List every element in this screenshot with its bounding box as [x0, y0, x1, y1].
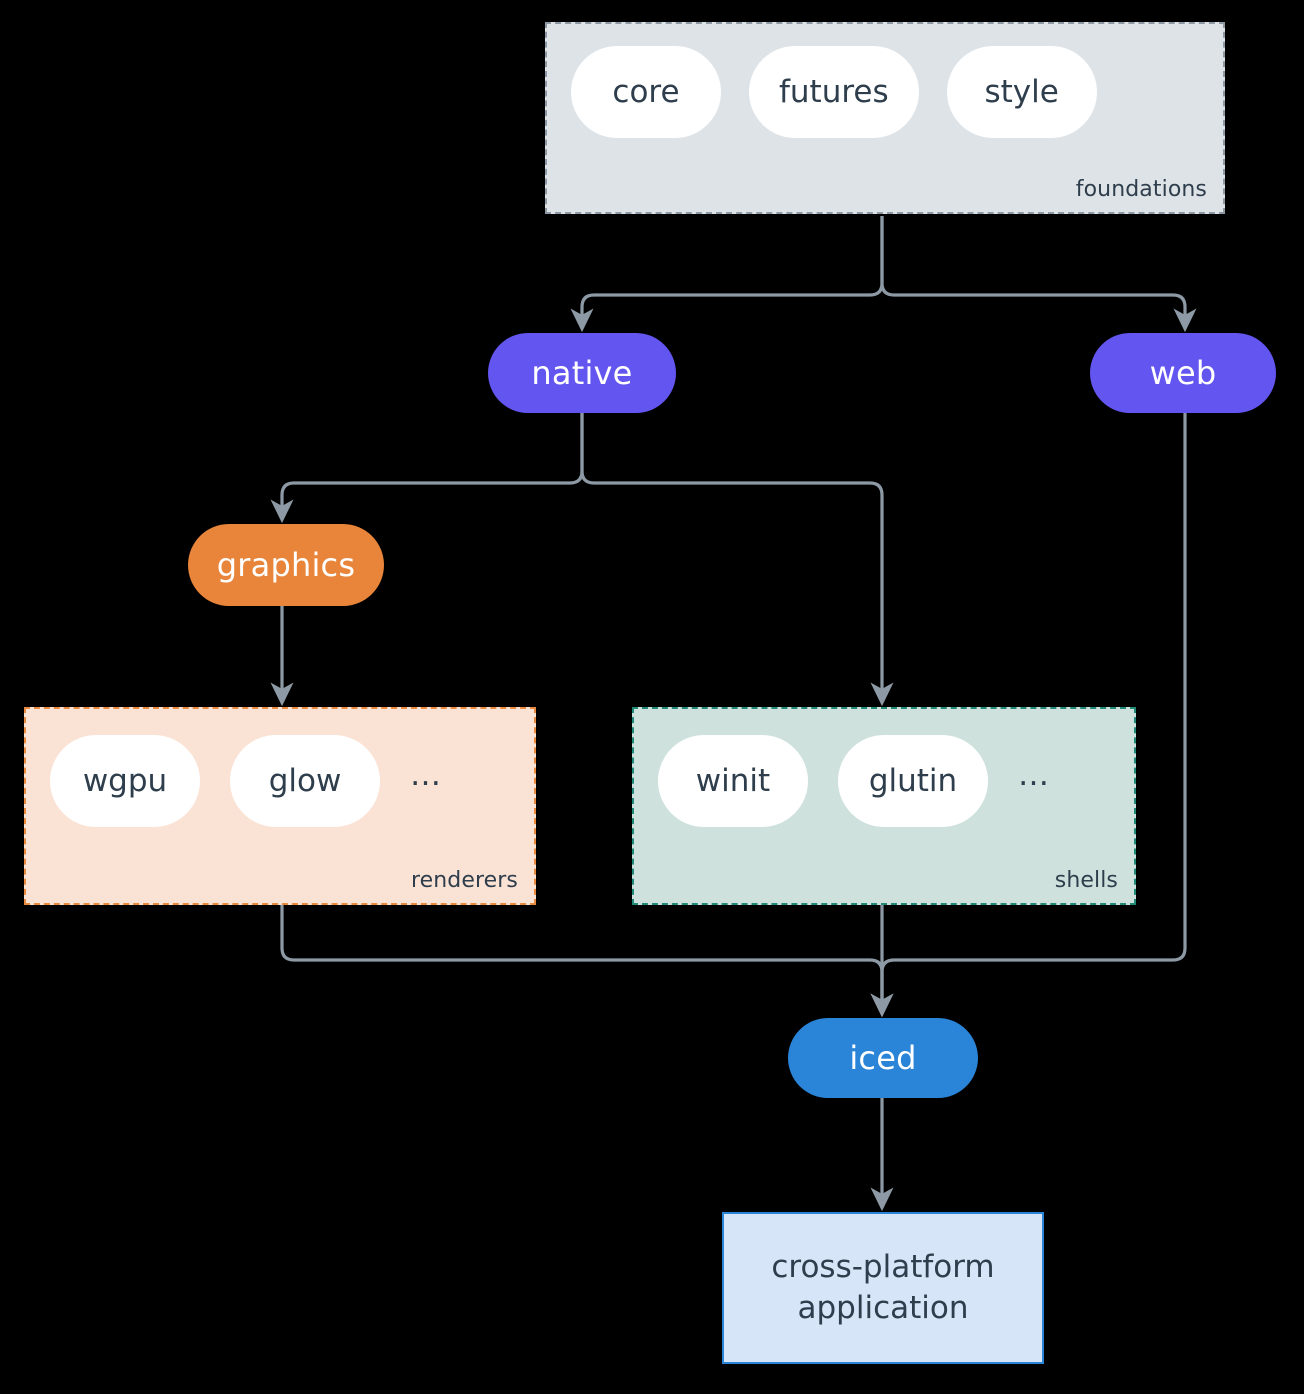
group-foundations: core futures style foundations: [545, 22, 1225, 214]
group-label-shells: shells: [1054, 868, 1118, 893]
edge-foundations-split: [570, 216, 884, 333]
shells-pill-row: winit glutin …: [658, 735, 1110, 827]
shells-more-ellipsis: …: [1018, 756, 1049, 793]
renderers-more-ellipsis: …: [410, 756, 441, 793]
pill-futures[interactable]: futures: [749, 46, 919, 138]
edge-native-shells: [580, 413, 894, 707]
node-graphics[interactable]: graphics: [188, 524, 384, 606]
edge-renderers-iced: [280, 905, 894, 1018]
pill-style[interactable]: style: [946, 46, 1097, 138]
node-web[interactable]: web: [1090, 333, 1276, 413]
application-line-2: application: [797, 1290, 969, 1326]
application-line-1: cross-platform: [771, 1249, 995, 1286]
pill-winit[interactable]: winit: [658, 735, 808, 827]
renderers-pill-row: wgpu glow …: [50, 735, 510, 827]
foundations-pill-row: core futures style: [571, 46, 1199, 138]
edge-native-graphics: [270, 413, 584, 524]
pill-glow[interactable]: glow: [230, 735, 380, 827]
group-label-foundations: foundations: [1075, 177, 1207, 202]
node-native[interactable]: native: [488, 333, 676, 413]
pill-glutin[interactable]: glutin: [838, 735, 988, 827]
edge-foundations-web: [880, 216, 1197, 333]
node-iced[interactable]: iced: [788, 1018, 978, 1098]
pill-wgpu[interactable]: wgpu: [50, 735, 200, 827]
box-cross-platform-application[interactable]: cross-platform application: [722, 1212, 1044, 1364]
group-shells: winit glutin … shells: [632, 707, 1136, 905]
group-renderers: wgpu glow … renderers: [24, 707, 536, 905]
group-label-renderers: renderers: [410, 868, 518, 893]
pill-core[interactable]: core: [571, 46, 721, 138]
